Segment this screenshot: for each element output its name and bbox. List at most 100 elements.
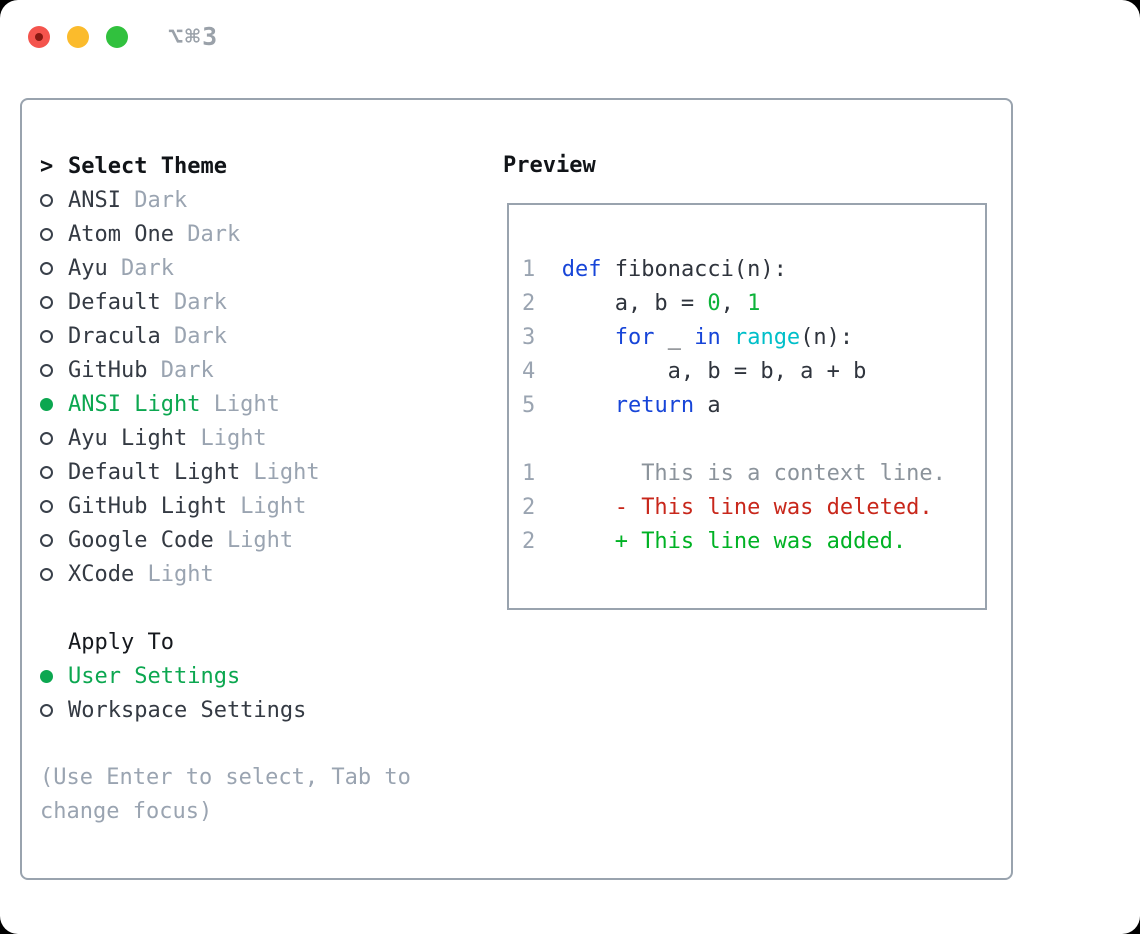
theme-option[interactable]: ANSI Dark: [40, 183, 411, 217]
code-line: [522, 423, 985, 457]
code-token: (n):: [800, 325, 854, 350]
spacer: [40, 727, 411, 761]
theme-option-marker: [40, 465, 68, 479]
radio-selected-icon[interactable]: [40, 669, 53, 683]
code-token: return: [614, 393, 695, 418]
radio-unselected-icon[interactable]: [40, 465, 53, 479]
theme-variant: Light: [240, 493, 307, 519]
radio-unselected-icon[interactable]: [40, 533, 53, 547]
theme-name: XCode: [68, 561, 135, 587]
theme-option-marker: [40, 431, 68, 445]
select-theme-header: > Select Theme: [40, 149, 411, 183]
code-token: This is a context line.: [561, 461, 946, 486]
apply-to-header: Apply To: [40, 625, 411, 659]
theme-name: GitHub: [68, 357, 148, 383]
code-token: _: [654, 325, 695, 350]
preview-label: Preview: [503, 153, 596, 178]
line-number: 1: [522, 461, 536, 486]
code-token: a, b =: [561, 291, 708, 316]
code-line: 2 a, b = 0, 1: [522, 287, 985, 321]
apply-to-option[interactable]: User Settings: [40, 659, 411, 693]
theme-name: ANSI: [68, 187, 121, 213]
close-button-dot: [35, 33, 43, 41]
theme-name: GitHub Light: [68, 493, 227, 519]
radio-selected-icon[interactable]: [40, 397, 53, 411]
radio-unselected-icon[interactable]: [40, 567, 53, 581]
theme-variant: Dark: [120, 255, 174, 281]
footer-hint-line: change focus): [40, 799, 213, 824]
code-token: in: [694, 325, 721, 350]
radio-unselected-icon[interactable]: [40, 499, 53, 513]
apply-to-label: Apply To: [68, 629, 174, 655]
theme-option[interactable]: XCode Light: [40, 557, 411, 591]
code-token: for: [614, 325, 655, 350]
radio-unselected-icon[interactable]: [40, 193, 53, 207]
theme-option-marker: [40, 329, 68, 343]
radio-unselected-icon[interactable]: [40, 329, 53, 343]
theme-variant: Light: [147, 561, 214, 587]
theme-variant: Dark: [160, 357, 214, 383]
radio-unselected-icon[interactable]: [40, 703, 53, 717]
theme-option-marker: [40, 261, 68, 275]
radio-unselected-icon[interactable]: [40, 431, 53, 445]
radio-unselected-icon[interactable]: [40, 295, 53, 309]
theme-option-marker: [40, 567, 68, 581]
code-token: 0: [707, 291, 721, 316]
theme-variant: Light: [226, 527, 294, 553]
line-number: 2: [522, 291, 536, 316]
code-token: 1: [747, 291, 761, 316]
apply-option-label: Workspace Settings: [68, 697, 307, 723]
theme-option-marker: [40, 397, 68, 411]
code-token: + This line was added.: [561, 529, 907, 554]
theme-option[interactable]: GitHub Light Light: [40, 489, 411, 523]
theme-name: Ayu: [68, 255, 108, 281]
code-line: 4 a, b = b, a + b: [522, 355, 985, 389]
code-token: fibonacci(n):: [601, 257, 787, 282]
theme-name: Default Light: [68, 459, 241, 485]
theme-option-marker: [40, 363, 68, 377]
radio-unselected-icon[interactable]: [40, 261, 53, 275]
spacer: [40, 591, 411, 625]
theme-variant: Dark: [134, 187, 188, 213]
code-token: [562, 325, 615, 350]
radio-unselected-icon[interactable]: [40, 227, 53, 241]
theme-variant: Dark: [173, 323, 227, 349]
code-line: 2 - This line was deleted.: [522, 491, 985, 525]
line-number: 2: [522, 495, 536, 520]
code-line: 1 This is a context line.: [522, 457, 985, 491]
theme-option-marker: [40, 193, 68, 207]
theme-option[interactable]: Ayu Dark: [40, 251, 411, 285]
theme-variant: Dark: [187, 221, 241, 247]
theme-option-marker: [40, 227, 68, 241]
minimize-button[interactable]: [67, 26, 89, 48]
zoom-button[interactable]: [106, 26, 128, 48]
close-button[interactable]: [28, 26, 50, 48]
line-number: 1: [522, 257, 536, 282]
code-line: 5 return a: [522, 389, 985, 423]
theme-variant: Light: [200, 425, 267, 451]
theme-option-marker: [40, 295, 68, 309]
theme-option[interactable]: GitHub Dark: [40, 353, 411, 387]
select-theme-label: Select Theme: [68, 153, 227, 179]
window-title: ⌥⌘3: [168, 22, 220, 51]
code-token: a: [694, 393, 721, 418]
theme-variant: Light: [213, 391, 280, 417]
radio-unselected-icon[interactable]: [40, 363, 53, 377]
apply-option-marker: [40, 669, 68, 683]
apply-to-option[interactable]: Workspace Settings: [40, 693, 411, 727]
code-token: def: [561, 257, 602, 282]
